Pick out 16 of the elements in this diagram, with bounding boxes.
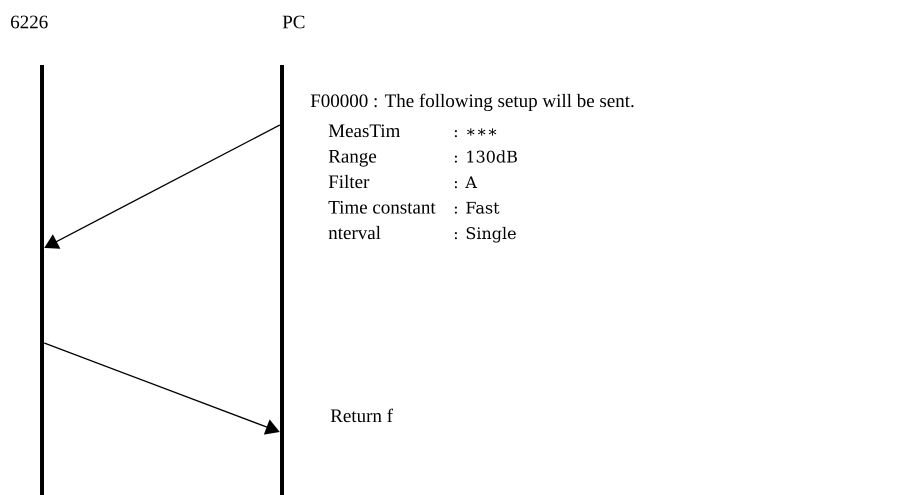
setting-value: : Single	[454, 226, 516, 243]
setting-name: Range	[328, 150, 376, 167]
lifeline: 6226	[11, 16, 48, 495]
setting-value: : ∗∗∗	[454, 128, 496, 138]
setting-name: Filter	[328, 174, 370, 188]
lifeline: PC	[280, 16, 304, 495]
node-label: 6226	[11, 16, 48, 28]
setting-value: : 130dB	[454, 150, 517, 163]
setting-name: nterval	[328, 226, 381, 240]
setting-value: : A	[454, 176, 478, 188]
setting-value: : Fast	[454, 202, 500, 214]
setting-name: MeasTim	[328, 124, 400, 138]
node-label: PC	[282, 16, 304, 28]
message-text: Return f	[330, 408, 393, 422]
setting-name: Time constant	[328, 200, 436, 214]
message-text: F00000 : The following setup will be sent.	[310, 94, 634, 112]
